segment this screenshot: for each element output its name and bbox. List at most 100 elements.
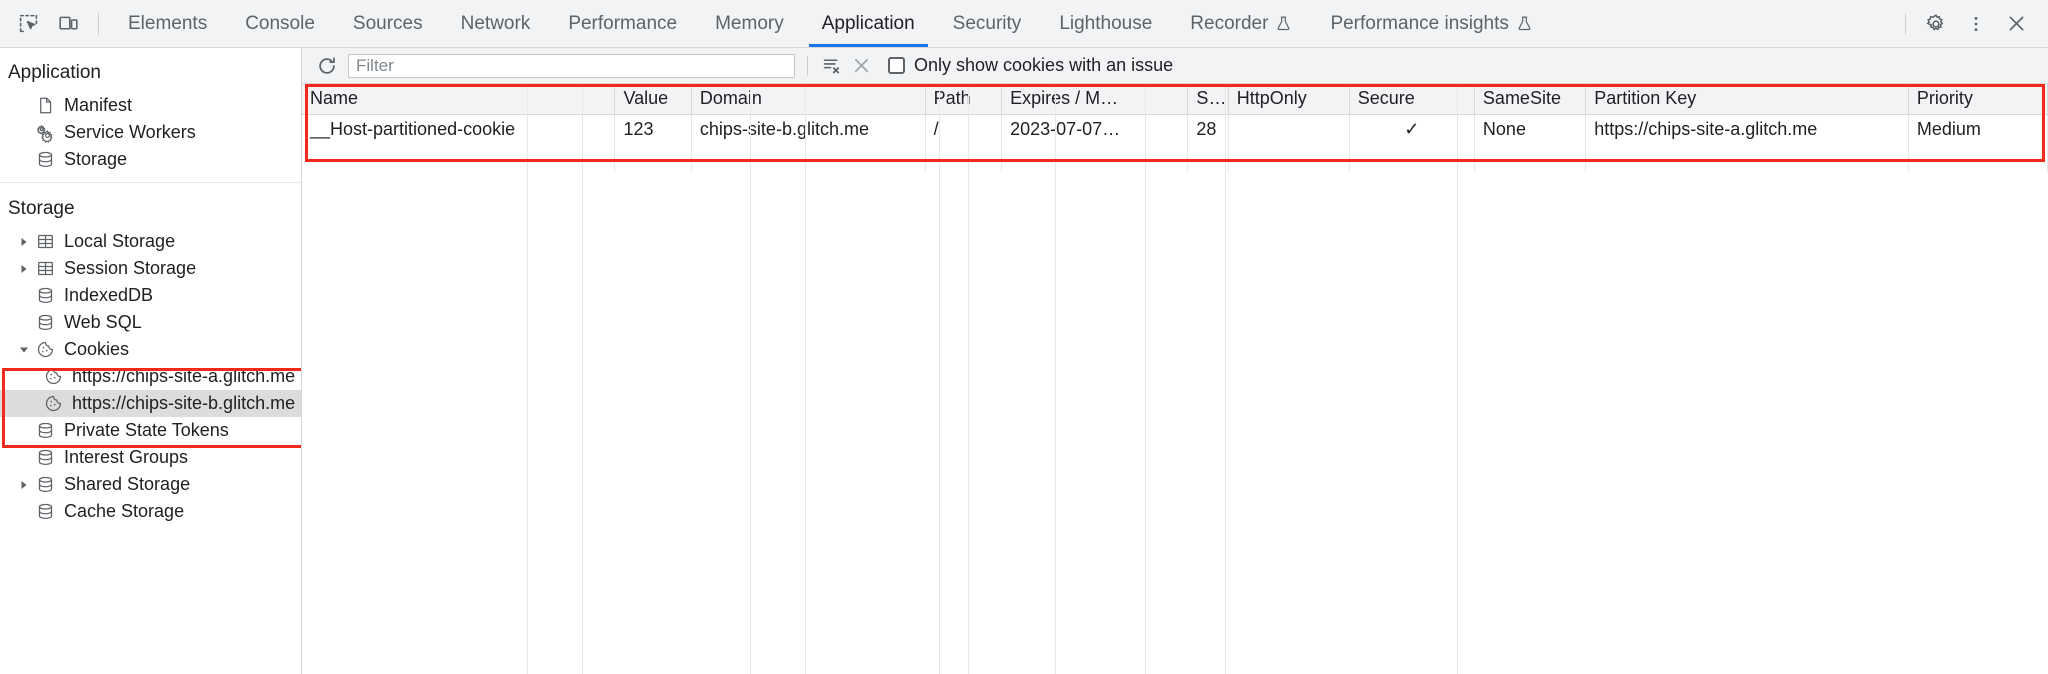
sidebar-item-session-storage[interactable]: Session Storage (0, 255, 301, 282)
sidebar-item-label: Interest Groups (64, 447, 189, 467)
column-header-samesite[interactable]: SameSite (1474, 84, 1587, 115)
tab-sources[interactable]: Sources (334, 0, 442, 47)
table-icon (32, 232, 58, 251)
sidebar-item-cookies[interactable]: Cookies (0, 336, 301, 363)
column-header-name[interactable]: Name (302, 84, 616, 115)
database-icon (32, 313, 58, 332)
sidebar-item-label: IndexedDB (64, 285, 154, 305)
sidebar-item-service-workers[interactable]: Service Workers (0, 119, 301, 146)
table-filler-row (302, 144, 2048, 172)
table-header-row: Name Value Domain Path Expires / M… Size… (302, 84, 2048, 115)
inspect-element-icon[interactable] (8, 4, 48, 44)
sidebar-item-label: Storage (64, 149, 128, 169)
column-header-value[interactable]: Value (614, 84, 692, 115)
more-vertical-icon[interactable] (1956, 4, 1996, 44)
tab-label: Application (821, 12, 915, 34)
column-header-priority[interactable]: Priority (1908, 84, 2048, 115)
tab-label: Performance insights (1330, 12, 1509, 34)
sidebar-item-cookies-site-a[interactable]: https://chips-site-a.glitch.me (0, 363, 301, 390)
close-icon[interactable] (1996, 4, 2036, 44)
sidebar-item-interest-groups[interactable]: Interest Groups (0, 444, 301, 471)
table-icon (32, 259, 58, 278)
column-header-size[interactable]: Size (1187, 84, 1229, 115)
chevron-right-icon[interactable] (16, 261, 32, 277)
database-icon (32, 502, 58, 521)
database-icon (32, 286, 58, 305)
sidebar-item-label: https://chips-site-a.glitch.me (72, 366, 296, 386)
chevron-right-icon[interactable] (16, 477, 32, 493)
tab-performance-insights[interactable]: Performance insights (1311, 0, 1551, 47)
tab-label: Recorder (1190, 12, 1269, 34)
column-header-path[interactable]: Path (925, 84, 1003, 115)
chevron-right-icon[interactable] (16, 234, 32, 250)
chevron-down-icon[interactable] (16, 342, 32, 358)
sidebar-item-private-state-tokens[interactable]: Private State Tokens (0, 417, 301, 444)
cookies-panel: Only show cookies with an issue (302, 48, 2048, 674)
cookies-filter-toolbar: Only show cookies with an issue (302, 48, 2048, 84)
sidebar-item-cookies-site-b[interactable]: https://chips-site-b.glitch.me (0, 390, 301, 417)
column-header-domain[interactable]: Domain (691, 84, 926, 115)
delete-selected-cookie-icon[interactable] (846, 51, 876, 81)
sidebar-item-indexeddb[interactable]: IndexedDB (0, 282, 301, 309)
tab-console[interactable]: Console (226, 0, 334, 47)
sidebar-item-web-sql[interactable]: Web SQL (0, 309, 301, 336)
only-issues-checkbox-row[interactable]: Only show cookies with an issue (888, 55, 1173, 76)
tab-recorder[interactable]: Recorder (1171, 0, 1311, 47)
database-icon (32, 421, 58, 440)
tab-elements[interactable]: Elements (109, 0, 226, 47)
cookie-icon (32, 340, 58, 359)
tab-network[interactable]: Network (442, 0, 550, 47)
database-icon (32, 150, 58, 169)
gear-icon[interactable] (1916, 4, 1956, 44)
toolbar-right-actions (1895, 4, 2042, 44)
column-header-expires[interactable]: Expires / M… (1001, 84, 1189, 115)
cell-size: 28 (1187, 114, 1229, 144)
sidebar-item-label: Session Storage (64, 258, 197, 278)
tab-memory[interactable]: Memory (696, 0, 803, 47)
experiment-flask-icon (1516, 15, 1533, 32)
sidebar-item-storage[interactable]: Storage (0, 146, 301, 173)
cookies-table: Name Value Domain Path Expires / M… Size… (302, 84, 2048, 172)
device-toolbar-icon[interactable] (48, 4, 88, 44)
document-icon (32, 96, 58, 115)
sidebar-item-local-storage[interactable]: Local Storage (0, 228, 301, 255)
only-issues-checkbox[interactable] (888, 57, 905, 74)
column-header-httponly[interactable]: HttpOnly (1228, 84, 1350, 115)
database-icon (32, 475, 58, 494)
cell-samesite: None (1474, 114, 1587, 144)
panel-tabs: Elements Console Sources Network Perform… (109, 0, 1552, 47)
sidebar-item-label: Manifest (64, 95, 133, 115)
cell-path: / (925, 114, 1003, 144)
only-issues-label: Only show cookies with an issue (914, 55, 1174, 75)
refresh-icon[interactable] (312, 51, 342, 81)
cell-expires: 2023-07-07… (1001, 114, 1189, 144)
sidebar-item-shared-storage[interactable]: Shared Storage (0, 471, 301, 498)
experiment-flask-icon (1275, 15, 1292, 32)
column-header-partition-key[interactable]: Partition Key (1585, 84, 1909, 115)
sidebar-item-manifest[interactable]: Manifest (0, 92, 301, 119)
cell-priority: Medium (1908, 114, 2048, 144)
search-input[interactable] (348, 53, 795, 78)
cell-httponly (1228, 114, 1350, 144)
cell-value: 123 (614, 114, 692, 144)
column-header-secure[interactable]: Secure (1349, 84, 1475, 115)
sidebar-item-cache-storage[interactable]: Cache Storage (0, 498, 301, 525)
tab-security[interactable]: Security (934, 0, 1041, 47)
tab-label: Security (952, 12, 1022, 34)
tab-label: Memory (715, 12, 784, 34)
tab-application[interactable]: Application (803, 0, 934, 47)
sidebar-item-label: Service Workers (64, 122, 196, 142)
application-sidebar: Application Manifest (0, 48, 302, 674)
cell-secure: ✓ (1349, 114, 1475, 144)
cell-domain: chips-site-b.glitch.me (691, 114, 926, 144)
sidebar-item-label: https://chips-site-b.glitch.me (72, 393, 296, 413)
filter-divider (807, 55, 808, 76)
table-row[interactable]: __Host-partitioned-cookie 123 chips-site… (302, 114, 2048, 144)
toolbar-divider (1905, 12, 1906, 35)
tab-label: Elements (128, 12, 208, 34)
sidebar-divider (0, 182, 301, 183)
tab-performance[interactable]: Performance (549, 0, 696, 47)
tab-lighthouse[interactable]: Lighthouse (1040, 0, 1171, 47)
clear-all-cookies-icon[interactable] (816, 51, 846, 81)
sidebar-item-label: Cookies (64, 339, 130, 359)
